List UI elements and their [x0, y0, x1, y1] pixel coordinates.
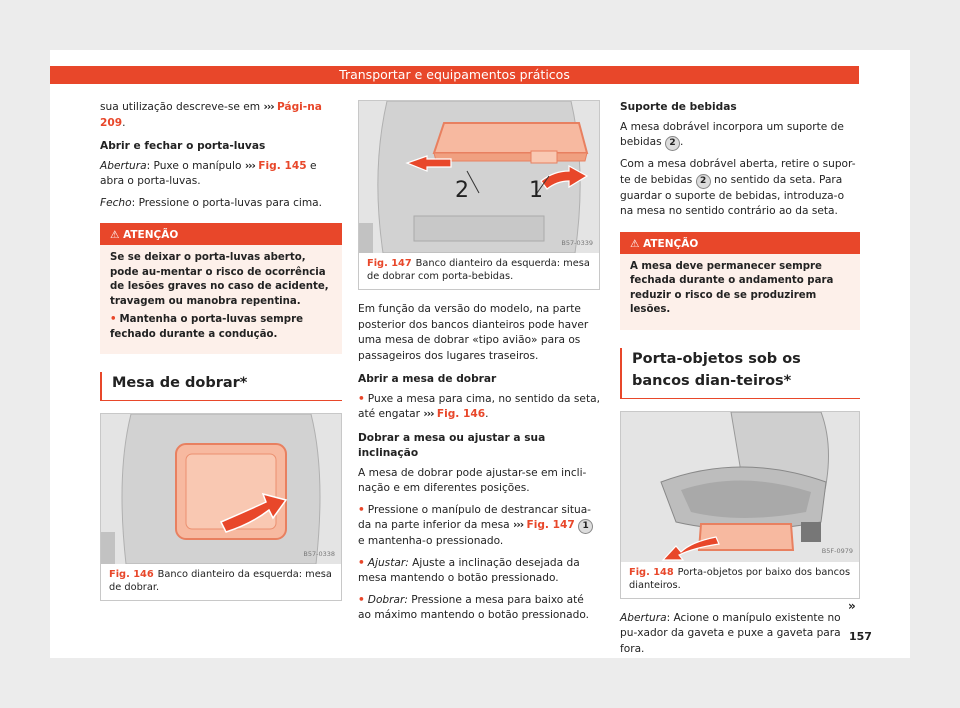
open-table-bullet: •Puxe a mesa para cima, no sentido da se… [358, 392, 600, 421]
page-number: 157 [849, 630, 872, 643]
drawer-open-paragraph: Abertura: Acione o manípulo existente no… [620, 611, 841, 655]
section-title-folding-table: Mesa de dobrar* [100, 372, 342, 401]
fig-147-image: 2 1 B57-0339 [359, 101, 599, 253]
warning-triangle-icon: ⚠ [630, 237, 640, 250]
adjust-bullet-2: •Ajustar: Ajuste a inclinação desejada d… [358, 556, 580, 585]
callout-1-icon: 1 [578, 519, 594, 534]
seatback-table-illustration [101, 414, 341, 564]
holder-paragraph-2: Com a mesa dobrável aberta, retire o sup… [620, 158, 856, 217]
callout-1-label: 1 [529, 178, 543, 203]
bullet-icon: • [358, 392, 365, 405]
intro-paragraph: sua utilização descreve-se em ››› Pági-n… [100, 101, 322, 129]
callout-2-icon: 2 [665, 136, 681, 151]
fig-146-link[interactable]: Fig. 146 [436, 408, 486, 420]
intro-paragraph-2: Em função da versão do modelo, na parte … [358, 303, 589, 362]
table-cupholder-illustration [359, 101, 599, 253]
column-1: sua utilização descreve-se em ››› Pági-n… [100, 100, 342, 601]
warning-triangle-icon: ⚠ [110, 229, 120, 241]
close-paragraph: Fecho: Pressione o porta-luvas para cima… [100, 196, 323, 209]
heading-cup-holder: Suporte de bebidas [620, 101, 737, 113]
under-seat-drawer-illustration [621, 411, 859, 562]
adjust-bullet-3: •Dobrar: Pressione a mesa para baixo até… [358, 593, 589, 622]
warning-body: Se se deixar o porta-luvas aberto, pode … [110, 252, 329, 340]
callout-2-label: 2 [455, 178, 469, 203]
warning-box-table: ⚠ ATENÇÃO A mesa deve permanecer sempre … [620, 231, 860, 330]
fig-148-image: B5F-0979 [621, 411, 859, 562]
bullet-icon: • [110, 314, 117, 325]
heading-adjust-table: Dobrar a mesa ou ajustar a sua inclinaçã… [358, 431, 546, 460]
continue-mark: » [848, 599, 856, 613]
page-ref-link[interactable]: Pági-na 209 [100, 101, 322, 129]
adjust-bullet-1: •Pressione o manípulo de destrancar situ… [358, 503, 600, 550]
warning-box-glovebox: ⚠ ATENÇÃO Se se deixar o porta-luvas abe… [100, 223, 342, 354]
fig-145-link[interactable]: Fig. 145 [258, 159, 307, 172]
fig-147-link[interactable]: Fig. 147 [526, 519, 575, 531]
column-3: Suporte de bebidas A mesa dobrável incor… [620, 100, 860, 663]
fig-146-image: B57-0338 [101, 414, 341, 564]
bullet-icon: • [358, 556, 365, 569]
page-header: Transportar e equipamentos práticos [50, 66, 859, 84]
adjust-paragraph: A mesa de dobrar pode ajustar-se em incl… [358, 466, 587, 495]
bullet-icon: • [358, 593, 365, 606]
warning-body: A mesa deve permanecer sempre fechada du… [630, 260, 834, 316]
heading-open-glovebox: Abrir e fechar o porta-luvas [100, 140, 266, 152]
holder-paragraph-1: A mesa dobrável incorpora um suporte de … [620, 120, 860, 151]
heading-open-table: Abrir a mesa de dobrar [358, 373, 497, 385]
callout-2-icon: 2 [695, 173, 711, 189]
warning-header: ⚠ ATENÇÃO [100, 225, 342, 245]
bullet-icon: • [358, 503, 365, 516]
open-paragraph: Abertura: Puxe o manípulo ››› Fig. 145 e… [100, 159, 317, 188]
warning-header: ⚠ ATENÇÃO [620, 233, 860, 254]
section-title-under-seat-storage: Porta-objetos sob os bancos dian-teiros* [620, 347, 860, 399]
